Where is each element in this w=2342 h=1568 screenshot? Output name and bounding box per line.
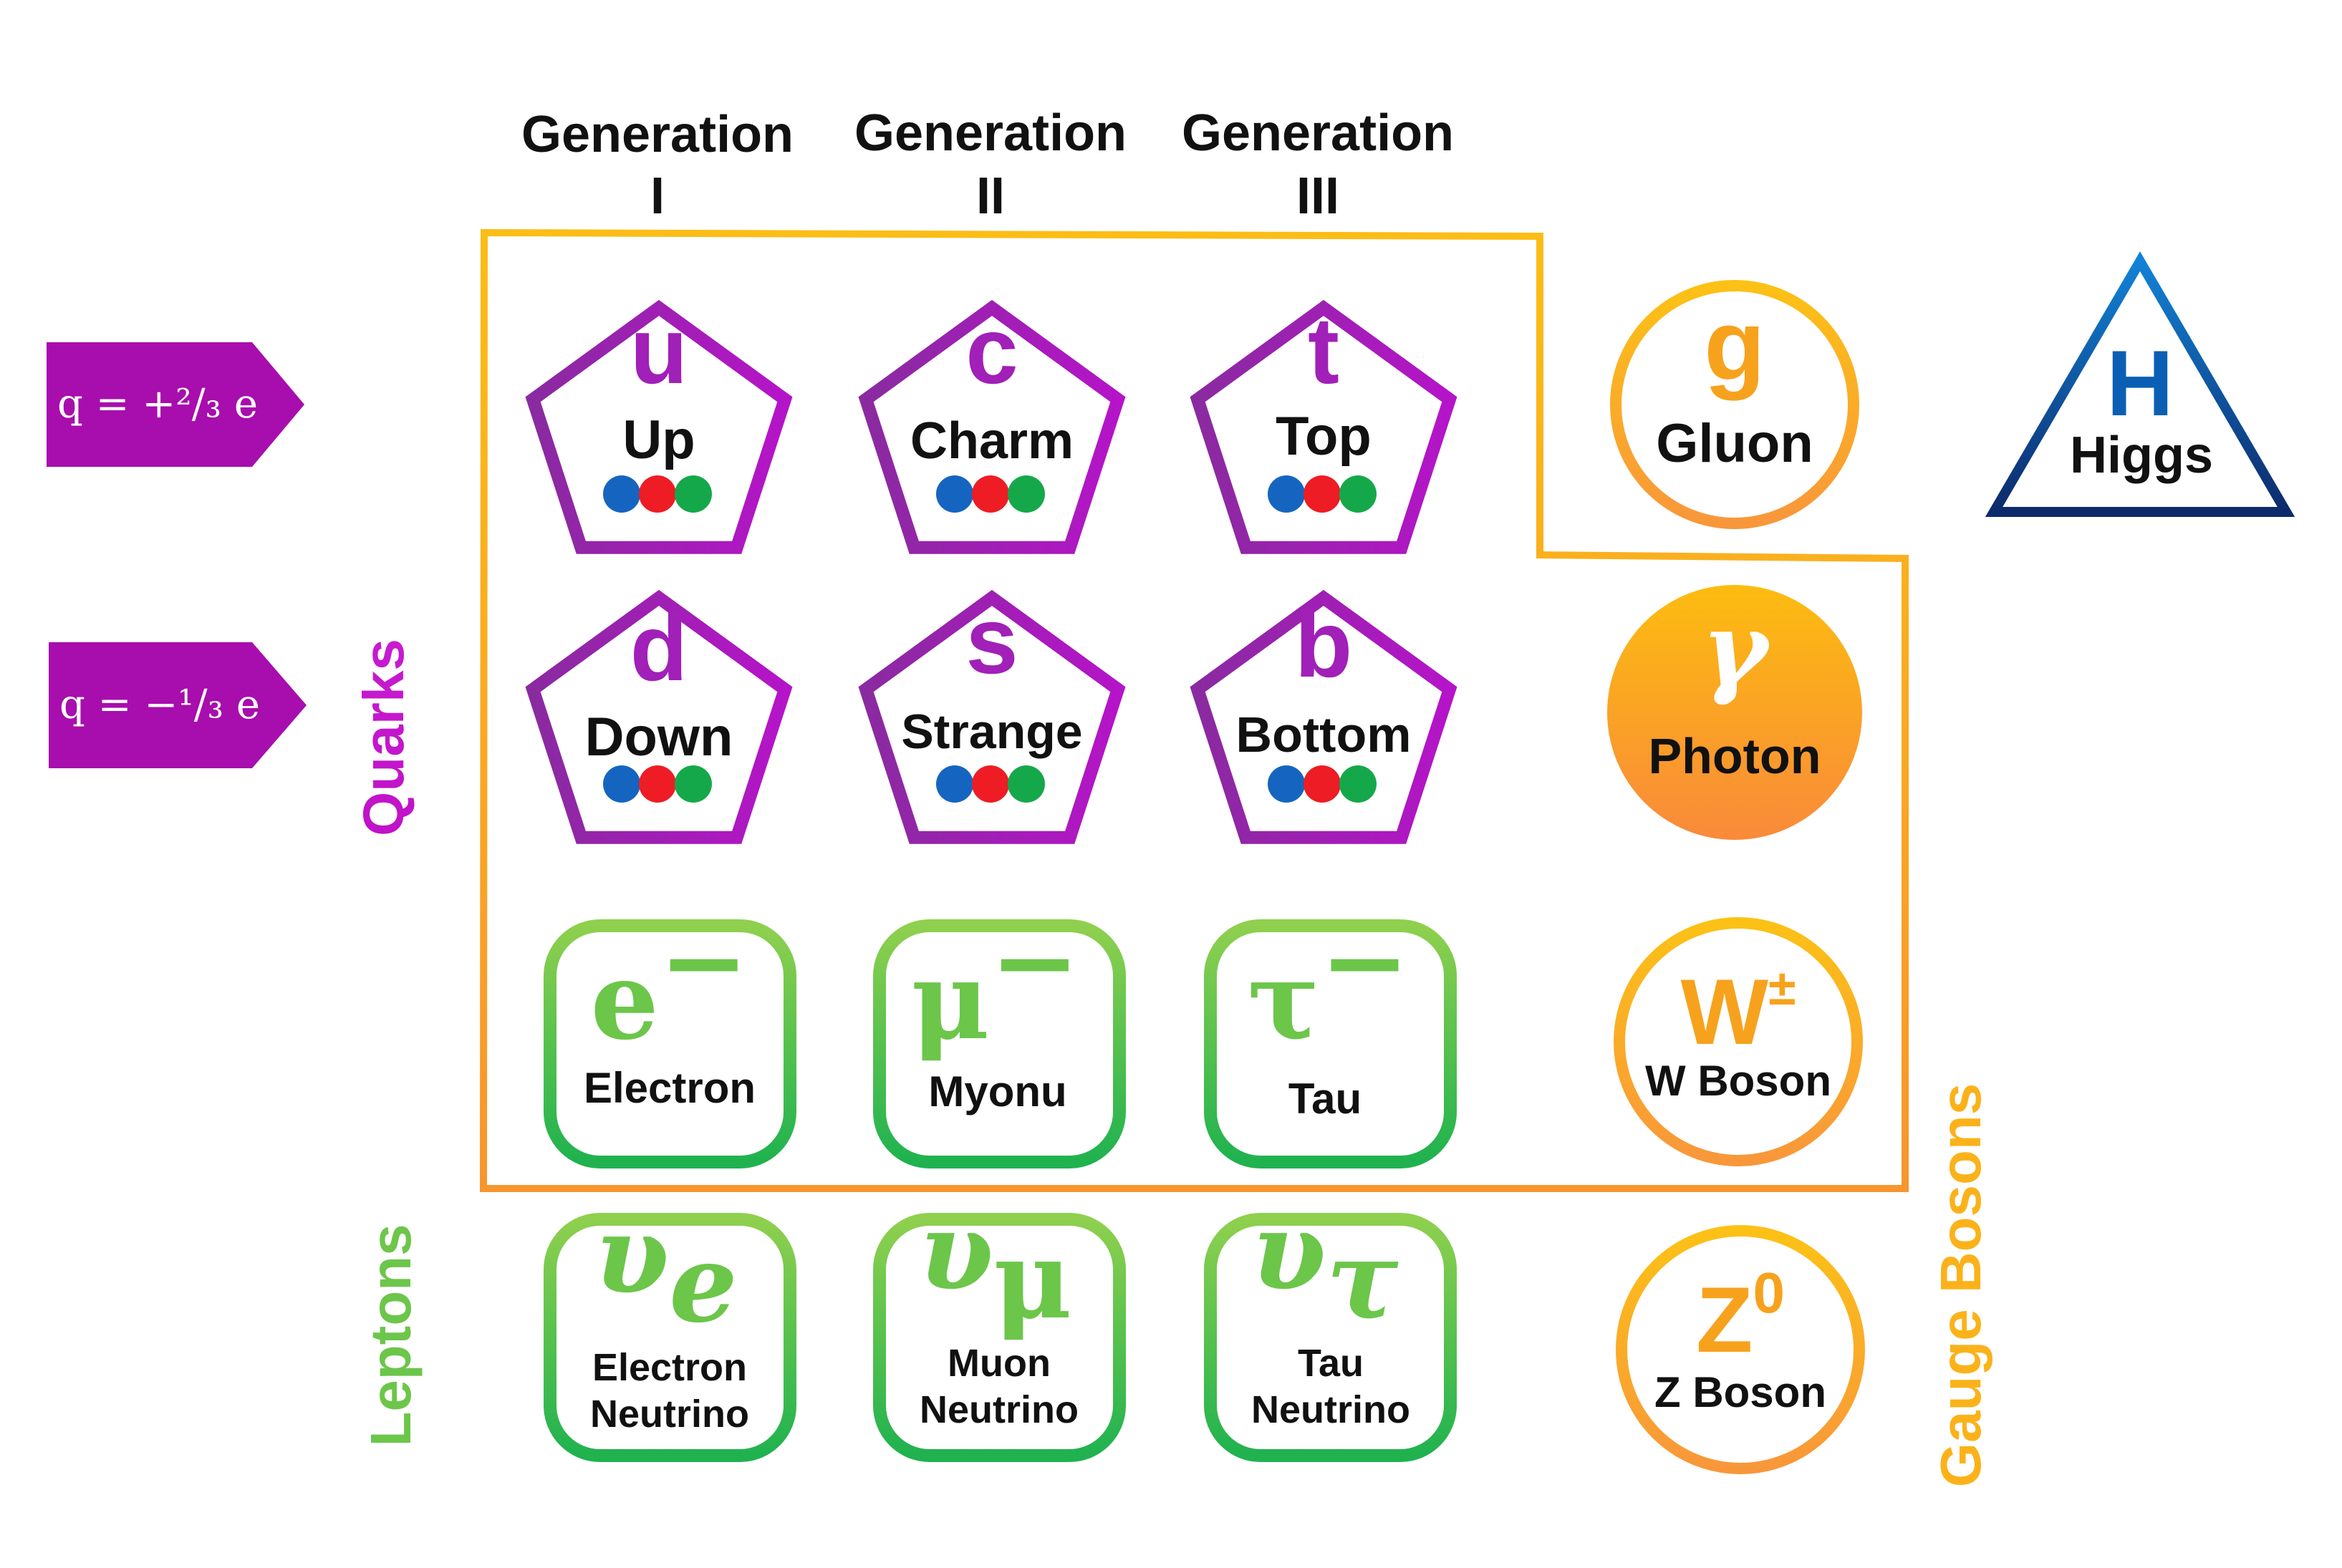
quark-symbol: b <box>1295 591 1353 697</box>
quark-name: Top <box>1276 406 1372 467</box>
generation-1-title: Generation <box>521 106 794 163</box>
quark-name: Up <box>622 410 695 470</box>
quark-pentagon <box>858 589 1126 844</box>
w-boson-name: W Boson <box>1645 1057 1831 1105</box>
quark-pentagon <box>1190 589 1457 844</box>
generation-1-numeral: I <box>650 168 665 225</box>
lepton-name-tau: Tau <box>1288 1075 1362 1123</box>
quark-symbol: t <box>1308 298 1339 403</box>
higgs-name: Higgs <box>2070 427 2213 484</box>
color-charge-dot <box>972 765 1009 803</box>
lepton-symbol-electron: e− <box>590 899 748 1064</box>
generation-3-numeral: III <box>1296 168 1339 225</box>
lepton-symbol-muon: μ− <box>911 899 1079 1064</box>
quarks-group-label: Quarks <box>352 639 415 836</box>
color-charge-dot <box>1303 475 1341 513</box>
charge-arrow-down-type: q = −¹/₃ e <box>49 642 307 768</box>
quark-name: Bottom <box>1236 707 1412 763</box>
quark-symbol: u <box>630 298 688 403</box>
quark-pentagon <box>1190 299 1457 554</box>
gluon-symbol: g <box>1704 289 1765 401</box>
z-boson-name: Z Boson <box>1654 1368 1826 1416</box>
generation-3-title: Generation <box>1182 105 1454 162</box>
generation-header-2: Generation II <box>854 105 1127 225</box>
neutrino-muon: υμ Muon Neutrino <box>873 1189 1126 1462</box>
quark-name: Down <box>585 707 733 768</box>
neutrino-electron: υe Electron Neutrino <box>544 1192 796 1462</box>
boson-z: Z0 Z Boson <box>1616 1225 1865 1474</box>
boson-w: W± W Boson <box>1614 917 1863 1166</box>
boson-photon: γ Photon <box>1607 585 1862 840</box>
color-charge-dot <box>603 765 640 803</box>
generation-2-numeral: II <box>976 168 1005 225</box>
neutrino-tau: υτ Tau Neutrino <box>1204 1189 1457 1462</box>
quark-pentagon <box>858 299 1126 554</box>
charge-arrow-up-type: q = +²/₃ e <box>47 342 304 467</box>
color-charge-dot <box>972 475 1009 513</box>
neutrino-name-tau-line2: Neutrino <box>1251 1388 1410 1431</box>
color-charge-dot <box>1339 475 1377 513</box>
lepton-tau: τ− Tau <box>1204 899 1457 1168</box>
color-charge-dot <box>603 475 640 513</box>
color-charge-dot <box>675 475 712 513</box>
neutrino-name-muon-line1: Muon <box>948 1342 1051 1385</box>
quark-name: Charm <box>910 412 1074 470</box>
generation-header-1: Generation I <box>521 106 794 225</box>
lepton-symbol-tau: τ− <box>1248 899 1410 1064</box>
generation-header-3: Generation III <box>1182 105 1454 225</box>
generation-2-title: Generation <box>854 105 1127 162</box>
lepton-name-electron: Electron <box>584 1064 756 1112</box>
boson-gluon: g Gluon <box>1610 280 1859 529</box>
color-charge-dot <box>1268 765 1305 803</box>
neutrino-name-muon-line2: Neutrino <box>920 1388 1079 1431</box>
color-charge-dot <box>1008 765 1045 803</box>
quark-symbol: s <box>965 588 1018 693</box>
quark-symbol: c <box>965 298 1018 403</box>
neutrino-symbol-electron: υe <box>594 1192 738 1347</box>
higgs-symbol: H <box>2106 331 2174 435</box>
neutrino-symbol-tau: υτ <box>1251 1189 1398 1343</box>
charge-label-down-type: q = −¹/₃ e <box>59 682 260 728</box>
color-charge-dot <box>1303 765 1341 803</box>
color-charge-dot <box>1339 765 1377 803</box>
quark-up: uUp <box>525 298 793 554</box>
color-charge-dot <box>936 475 973 513</box>
quark-symbol: d <box>630 595 688 700</box>
quark-pentagon <box>525 299 793 554</box>
lepton-muon: μ− Myonu <box>873 899 1126 1168</box>
color-charge-dot <box>675 765 712 803</box>
charge-label-up-type: q = +²/₃ e <box>57 381 258 427</box>
color-charge-dot <box>639 765 676 803</box>
neutrino-name-tau-line1: Tau <box>1298 1342 1364 1385</box>
w-boson-symbol: W± <box>1680 959 1796 1064</box>
quark-name: Strange <box>901 705 1082 759</box>
gauge-bosons-group-label: Gauge Bosons <box>1929 1083 1992 1488</box>
neutrino-name-electron-line1: Electron <box>592 1346 747 1389</box>
boson-higgs: H Higgs <box>1985 251 2295 517</box>
photon-symbol: γ <box>1702 591 1772 708</box>
lepton-name-muon: Myonu <box>928 1068 1066 1115</box>
color-charge-dot <box>1008 475 1045 513</box>
color-charge-dot <box>1268 475 1305 513</box>
quark-pentagon <box>525 589 793 844</box>
neutrino-symbol-muon: υμ <box>919 1189 1072 1343</box>
fermion-region-outline <box>479 228 1909 1192</box>
lepton-electron: e− Electron <box>544 899 796 1168</box>
leptons-group-label: Leptons <box>359 1224 423 1446</box>
photon-name: Photon <box>1648 728 1821 784</box>
color-charge-dot <box>936 765 973 803</box>
z-boson-symbol: Z0 <box>1696 1261 1785 1372</box>
color-charge-dot <box>639 475 676 513</box>
neutrino-name-electron-line2: Neutrino <box>590 1393 749 1436</box>
gluon-name: Gluon <box>1656 413 1813 474</box>
